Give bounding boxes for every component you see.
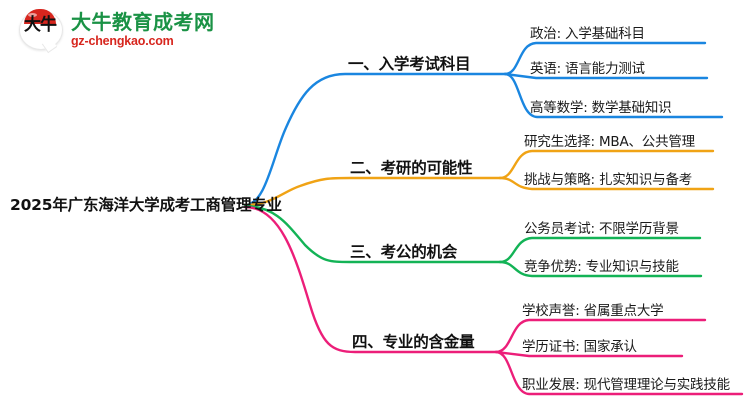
leaf-2-1[interactable]: 研究生选择: MBA、公共管理: [524, 134, 695, 150]
mindmap-center-node[interactable]: 2025年广东海洋大学成考工商管理专业: [10, 196, 282, 214]
branch-title-3[interactable]: 三、考公的机会: [350, 243, 458, 261]
branch-1-trunk: [243, 72, 507, 207]
leaf-4-3[interactable]: 职业发展: 现代管理理论与实践技能: [522, 377, 730, 393]
branch-title-1[interactable]: 一、入学考试科目: [348, 55, 471, 73]
leaf-3-2[interactable]: 竞争优势: 专业知识与技能: [524, 259, 679, 275]
logo-site-name: 大牛教育成考网: [71, 10, 215, 34]
leaf-1-3[interactable]: 高等数学: 数学基础知识: [530, 100, 672, 116]
leaf-4-1[interactable]: 学校声誉: 省属重点大学: [522, 303, 664, 319]
site-logo[interactable]: 大牛 大牛教育成考网 gz-chengkao.com: [18, 8, 215, 54]
logo-domain: gz-chengkao.com: [71, 34, 174, 48]
branch-2-trunk: [243, 176, 502, 207]
leaf-1-1[interactable]: 政治: 入学基础科目: [530, 26, 645, 42]
logo-mark-text: 大牛: [24, 15, 57, 35]
branch-title-2[interactable]: 二、考研的可能性: [350, 159, 473, 177]
leaf-3-1[interactable]: 公务员考试: 不限学历背景: [524, 221, 679, 237]
leaf-1-2[interactable]: 英语: 语言能力测试: [530, 61, 645, 77]
speech-bubble-logo-icon: 大牛: [18, 8, 64, 54]
leaf-4-2[interactable]: 学历证书: 国家承认: [522, 339, 637, 355]
leaf-2-2[interactable]: 挑战与策略: 扎实知识与备考: [524, 172, 693, 188]
branch-title-4[interactable]: 四、专业的含金量: [352, 333, 475, 351]
